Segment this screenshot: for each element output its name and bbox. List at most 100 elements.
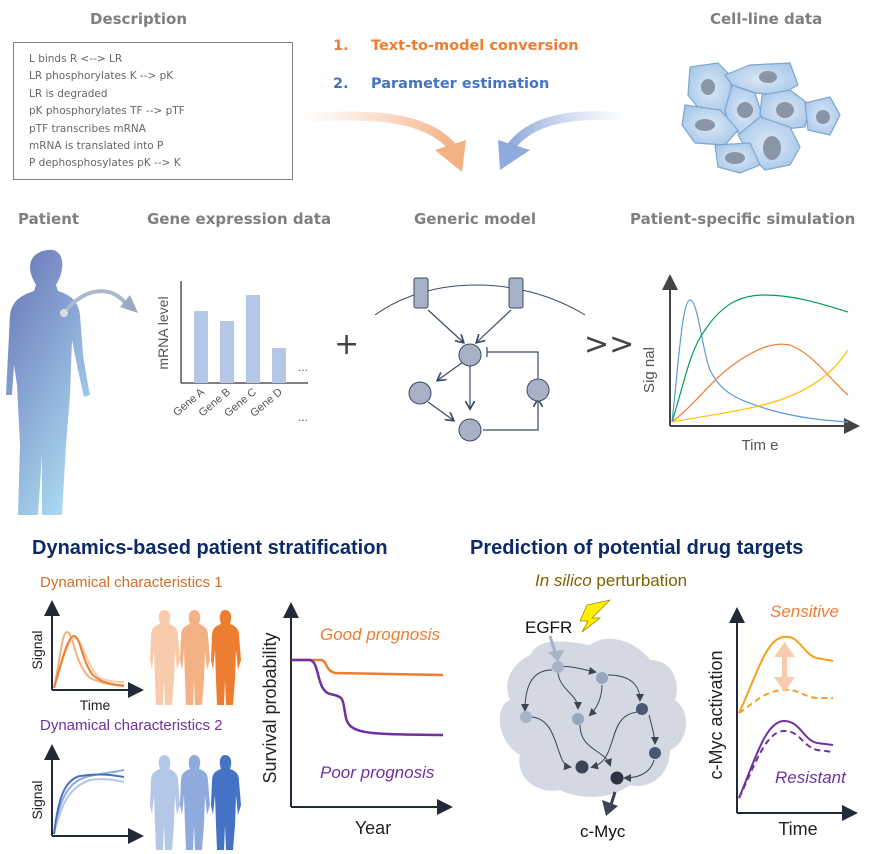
node [408,381,432,405]
simulation-chart: Sig nal Tim e [641,274,860,454]
arrow-sign: >> [584,327,635,362]
node [520,711,532,723]
x-axis-label: Tim e [742,437,779,454]
y-axis-label: Signal [29,781,45,820]
simulation-curve-blue [671,299,849,423]
ellipsis-below: ... [298,410,308,424]
x-axis-label: Time [778,819,817,839]
description-line: LR phosphorylates K --> pK [29,70,174,83]
group1-curve [53,634,125,689]
c-myc-response-chart: c-Myc activation Time Sensitive Resistan… [706,602,858,839]
person-icon [150,610,180,705]
step-label: Parameter estimation [371,76,550,92]
generic-model-network [374,277,586,442]
node [572,713,584,725]
person-icon [211,755,241,850]
person-icon [180,610,210,705]
resistant-control-curve [738,719,834,799]
double-arrow-icon [774,642,795,692]
description-line: P dephosphosylates pK --> K [29,157,181,170]
description-line: pTF transcribes mRNA [29,122,146,135]
y-axis-label: Survival probability [260,632,280,783]
patient-title: Patient [18,210,80,228]
blue-arrow [498,111,626,170]
node [610,771,624,785]
node [575,760,589,774]
poor-prognosis-label: Poor prognosis [320,763,435,782]
resistant-label: Resistant [775,768,847,787]
cloud-background [499,638,687,797]
drug-targets-title: Prediction of potential drug targets [470,537,804,559]
group1-label: Dynamical characteristics 1 [40,574,223,591]
stratification-title: Dynamics-based patient stratification [32,537,388,559]
generic-model-title: Generic model [414,210,536,228]
sensitive-perturbed-curve [738,688,833,714]
step-parameter-estimation: 2. Parameter estimation [333,76,549,92]
x-axis-label: Time [80,697,111,713]
good-prognosis-curve [291,658,444,677]
survival-chart: Survival probability Year Good prognosis… [260,602,453,838]
gene-bar [272,348,286,383]
description-line: pK phosphorylates TF --> pTF [29,105,185,118]
cell-membrane [374,284,586,316]
y-axis-label: c-Myc activation [706,650,726,779]
converging-arrows [299,111,626,172]
y-axis-label: Signal [29,631,45,670]
node [596,672,608,684]
network-input-label: EGFR [525,618,572,637]
cell-line-title: Cell-line data [710,10,823,28]
group2-curve [53,773,125,835]
step-number: 2. [333,76,349,92]
cell-line-cluster-icon [681,62,841,174]
group1-curve [53,636,125,689]
receptor [508,277,524,309]
egfr-arrow [548,635,564,662]
lightning-bolt-icon [579,599,612,633]
y-axis-label: Sig nal [641,347,658,393]
perturbation-label: In silico perturbation [535,571,687,591]
poor-prognosis-curve [291,658,444,737]
gene-expression-title: Gene expression data [147,210,332,228]
gene-bar [194,311,208,383]
group2-curve [53,769,125,835]
gene-bar [220,321,234,383]
receptor [413,277,429,309]
arrowhead-icon [498,140,530,170]
arrowhead-icon [435,140,466,172]
gene-bar [246,295,260,383]
perturbation-rest: perturbation [591,571,688,590]
arrowhead-icon [120,295,138,313]
group2-label: Dynamical characteristics 2 [40,717,223,734]
person-icon [150,755,180,850]
simulation-curve-yellow [671,349,849,423]
sensitive-label: Sensitive [770,602,839,621]
step-number: 1. [333,38,349,54]
resistant-perturbed-curve [738,729,834,799]
signaling-network: EGFR c-Myc [499,599,687,841]
simulation-curve-orange [671,343,849,423]
group2-curve [53,778,125,835]
simulation-curve-green [671,294,849,423]
node [458,343,482,367]
simulation-title: Patient-specific simulation [630,210,856,228]
description-title: Description [90,10,188,28]
sensitive-control-curve [738,635,834,714]
description-line: L binds R <--> LR [29,53,123,65]
stratification-signal-charts: Signal Time Signal [29,600,241,850]
step-text-to-model: 1.Text-to-model conversion [333,38,579,54]
network-output-label: c-Myc [580,822,626,841]
node [458,418,482,442]
node [649,747,661,759]
sample-arrow [62,289,130,315]
c-myc-output-arrow [602,791,618,816]
node [552,661,564,673]
patient-silhouette-icon [6,249,138,515]
node [636,703,648,715]
y-axis-label: mRNA level [155,296,171,369]
orange-arrow [299,111,466,172]
ellipsis: ... [298,360,308,374]
x-axis-label: Year [355,818,391,838]
person-icon [180,755,210,850]
perturbation-italic: In silico [535,571,592,590]
